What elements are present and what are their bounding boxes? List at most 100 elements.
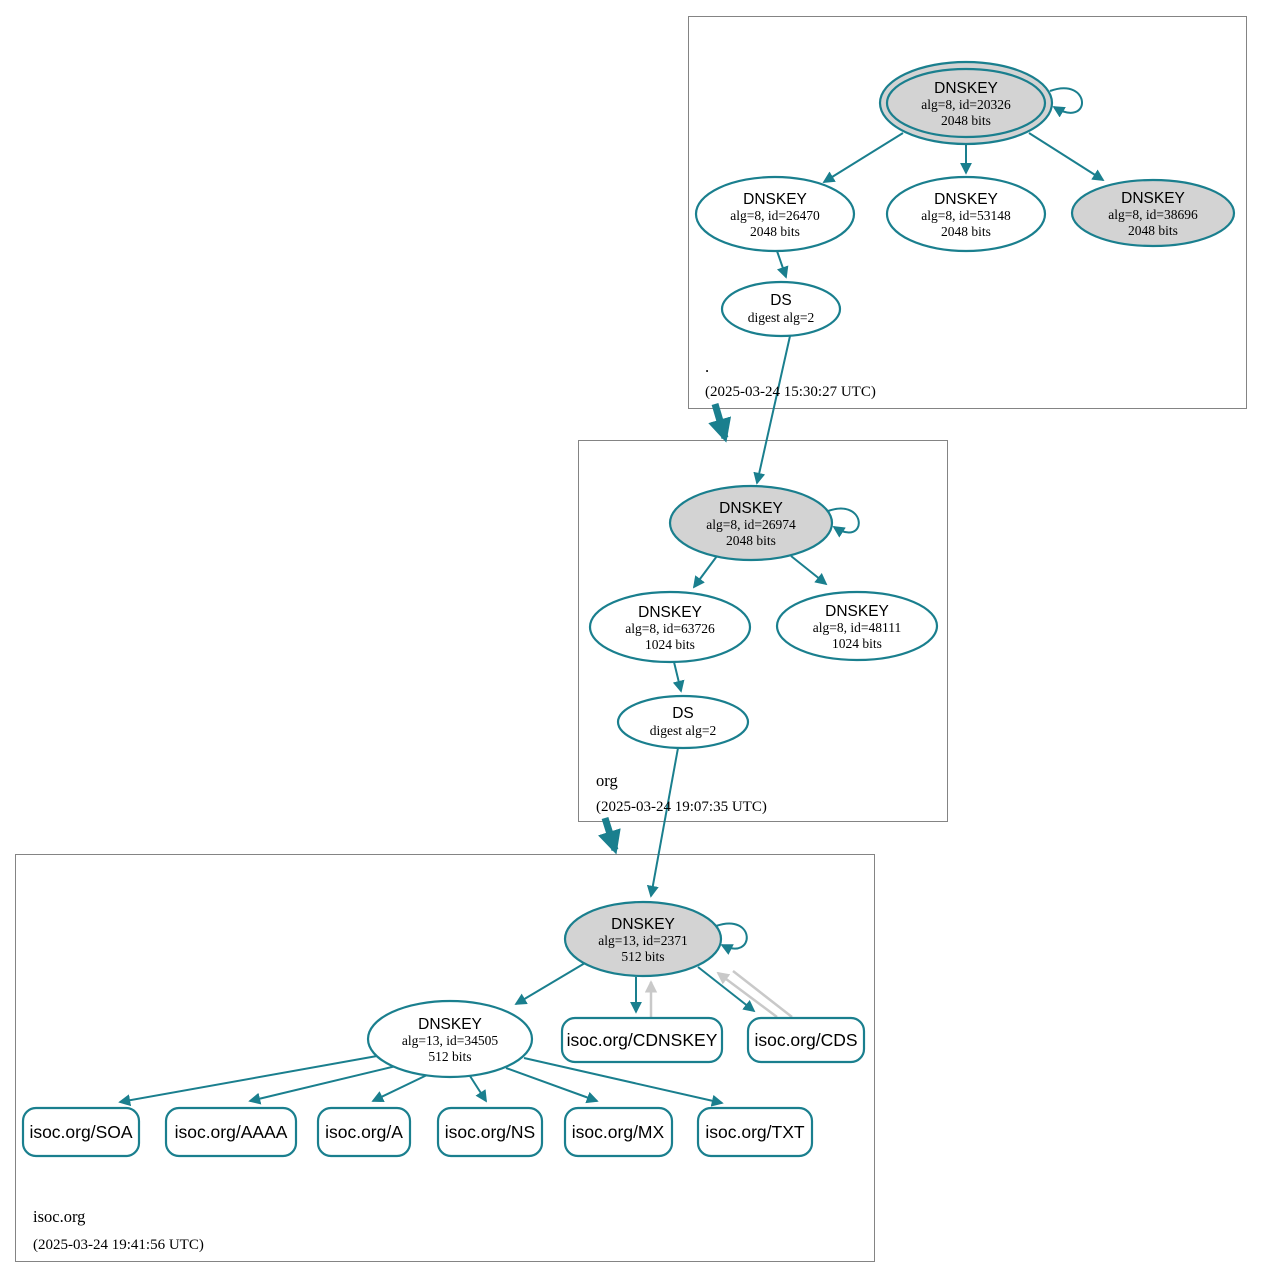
root-key38696-detail: alg=8, id=38696	[1108, 207, 1198, 222]
node-org-key-63726[interactable]: DNSKEY alg=8, id=63726 1024 bits	[588, 590, 752, 664]
zone-label-isoc-org: isoc.org	[33, 1207, 85, 1226]
edge-org-ksk-to-key63726	[692, 555, 718, 589]
org-key48111-ellipse[interactable]	[775, 590, 939, 662]
zone-box-root	[688, 16, 1247, 409]
edge-zsk-to-txt	[523, 1057, 724, 1107]
edge-zsk-to-a	[371, 1074, 428, 1102]
zone-label-root: .	[705, 357, 709, 376]
isoc-ksk-bits: 512 bits	[621, 949, 664, 964]
edge-key63726-to-ds	[672, 661, 685, 693]
root-key53148-title: DNSKEY	[934, 191, 998, 208]
edge-isoc-ksk-to-cds	[697, 966, 756, 1013]
root-ksk-outer-ellipse[interactable]	[878, 60, 1054, 146]
org-ksk-bits: 2048 bits	[726, 533, 776, 548]
mx-label: isoc.org/MX	[572, 1122, 665, 1142]
node-rrset-cdnskey[interactable]: isoc.org/CDNSKEY	[560, 1016, 724, 1064]
ns-label: isoc.org/NS	[445, 1122, 535, 1142]
edge-zsk-to-soa	[118, 1055, 378, 1107]
zone-box-isoc-org	[15, 854, 875, 1262]
edge-org-ksk-self-sign	[827, 507, 860, 538]
isoc-ksk-title: DNSKEY	[611, 916, 675, 933]
zone-timestamp-isoc-org: (2025-03-24 19:41:56 UTC)	[33, 1237, 204, 1253]
edge-org-ksk-to-key48111	[790, 555, 828, 586]
org-key63726-title: DNSKEY	[638, 604, 702, 621]
node-org-key-48111[interactable]: DNSKEY alg=8, id=48111 1024 bits	[775, 590, 939, 662]
node-rrset-cds[interactable]: isoc.org/CDS	[746, 1016, 866, 1064]
txt-label: isoc.org/TXT	[705, 1122, 804, 1142]
edge-zsk-to-ns	[469, 1075, 487, 1103]
root-ksk-inner-ellipse	[885, 67, 1047, 139]
org-ds-title: DS	[672, 705, 694, 722]
node-root-ds[interactable]: DS digest alg=2	[720, 280, 842, 338]
node-rrset-a[interactable]: isoc.org/A	[316, 1106, 412, 1158]
node-isoc-ksk-2371[interactable]: DNSKEY alg=13, id=2371 512 bits	[563, 900, 723, 978]
node-rrset-mx[interactable]: isoc.org/MX	[563, 1106, 674, 1158]
edge-cds-to-isoc-ksk-2	[732, 970, 793, 1018]
edge-delegation-root-to-org	[708, 403, 732, 443]
cds-rect[interactable]	[746, 1016, 866, 1064]
isoc-zsk-bits: 512 bits	[428, 1049, 471, 1064]
root-key53148-detail: alg=8, id=53148	[921, 208, 1011, 223]
edge-root-ksk-to-key26470	[822, 132, 904, 183]
node-root-ksk-20326[interactable]: DNSKEY alg=8, id=20326 2048 bits	[878, 60, 1054, 146]
org-key63726-ellipse[interactable]	[588, 590, 752, 664]
node-org-ds[interactable]: DS digest alg=2	[616, 694, 750, 750]
soa-rect[interactable]	[21, 1106, 141, 1158]
node-root-key-26470[interactable]: DNSKEY alg=8, id=26470 2048 bits	[694, 175, 856, 253]
node-root-key-38696[interactable]: DNSKEY alg=8, id=38696 2048 bits	[1070, 178, 1236, 248]
root-ksk-bits: 2048 bits	[941, 113, 991, 128]
isoc-zsk-detail: alg=13, id=34505	[402, 1033, 498, 1048]
aaaa-label: isoc.org/AAAA	[175, 1122, 288, 1142]
org-ksk-ellipse[interactable]	[668, 484, 834, 562]
org-ds-ellipse[interactable]	[616, 694, 750, 750]
root-key53148-bits: 2048 bits	[941, 224, 991, 239]
node-rrset-soa[interactable]: isoc.org/SOA	[21, 1106, 141, 1158]
root-key38696-title: DNSKEY	[1121, 190, 1185, 207]
node-rrset-ns[interactable]: isoc.org/NS	[436, 1106, 544, 1158]
root-key26470-ellipse[interactable]	[694, 175, 856, 253]
edge-delegation-org-to-isoc	[597, 816, 621, 855]
aaaa-rect[interactable]	[164, 1106, 298, 1158]
root-key26470-title: DNSKEY	[743, 191, 807, 208]
isoc-ksk-ellipse[interactable]	[563, 900, 723, 978]
root-key26470-bits: 2048 bits	[750, 224, 800, 239]
a-rect[interactable]	[316, 1106, 412, 1158]
zone-timestamp-org: (2025-03-24 19:07:35 UTC)	[596, 799, 767, 815]
org-key63726-detail: alg=8, id=63726	[625, 621, 715, 636]
org-ksk-detail: alg=8, id=26974	[706, 517, 796, 532]
root-key53148-ellipse[interactable]	[885, 175, 1047, 253]
root-key38696-bits: 2048 bits	[1128, 223, 1178, 238]
node-rrset-txt[interactable]: isoc.org/TXT	[696, 1106, 814, 1158]
zone-timestamp-root: (2025-03-24 15:30:27 UTC)	[705, 384, 876, 400]
cdnskey-rect[interactable]	[560, 1016, 724, 1064]
isoc-zsk-title: DNSKEY	[418, 1016, 482, 1033]
org-key48111-detail: alg=8, id=48111	[813, 620, 901, 635]
edge-root-ksk-self-sign	[1049, 87, 1083, 118]
root-key26470-detail: alg=8, id=26470	[730, 208, 820, 223]
isoc-ksk-detail: alg=13, id=2371	[598, 933, 687, 948]
cdnskey-label: isoc.org/CDNSKEY	[567, 1030, 718, 1050]
edge-root-ds-to-org-ksk	[753, 335, 791, 485]
a-label: isoc.org/A	[325, 1122, 403, 1142]
cds-label: isoc.org/CDS	[754, 1030, 857, 1050]
edge-cds-to-isoc-ksk	[716, 971, 778, 1019]
isoc-zsk-ellipse[interactable]	[366, 999, 534, 1079]
node-root-key-53148[interactable]: DNSKEY alg=8, id=53148 2048 bits	[885, 175, 1047, 253]
root-key38696-ellipse[interactable]	[1070, 178, 1236, 248]
edge-zsk-to-aaaa	[248, 1065, 397, 1105]
ns-rect[interactable]	[436, 1106, 544, 1158]
org-key48111-bits: 1024 bits	[832, 636, 882, 651]
txt-rect[interactable]	[696, 1106, 814, 1158]
edge-isoc-ksk-self-sign	[715, 922, 748, 955]
mx-rect[interactable]	[563, 1106, 674, 1158]
root-ksk-title: DNSKEY	[934, 80, 998, 97]
root-ds-ellipse[interactable]	[720, 280, 842, 338]
node-org-ksk-26974[interactable]: DNSKEY alg=8, id=26974 2048 bits	[668, 484, 834, 562]
node-isoc-zsk-34505[interactable]: DNSKEY alg=13, id=34505 512 bits	[366, 999, 534, 1079]
soa-label: isoc.org/SOA	[29, 1122, 132, 1142]
org-key63726-bits: 1024 bits	[645, 637, 695, 652]
node-rrset-aaaa[interactable]: isoc.org/AAAA	[164, 1106, 298, 1158]
edge-root-ksk-to-key38696	[1028, 132, 1105, 181]
